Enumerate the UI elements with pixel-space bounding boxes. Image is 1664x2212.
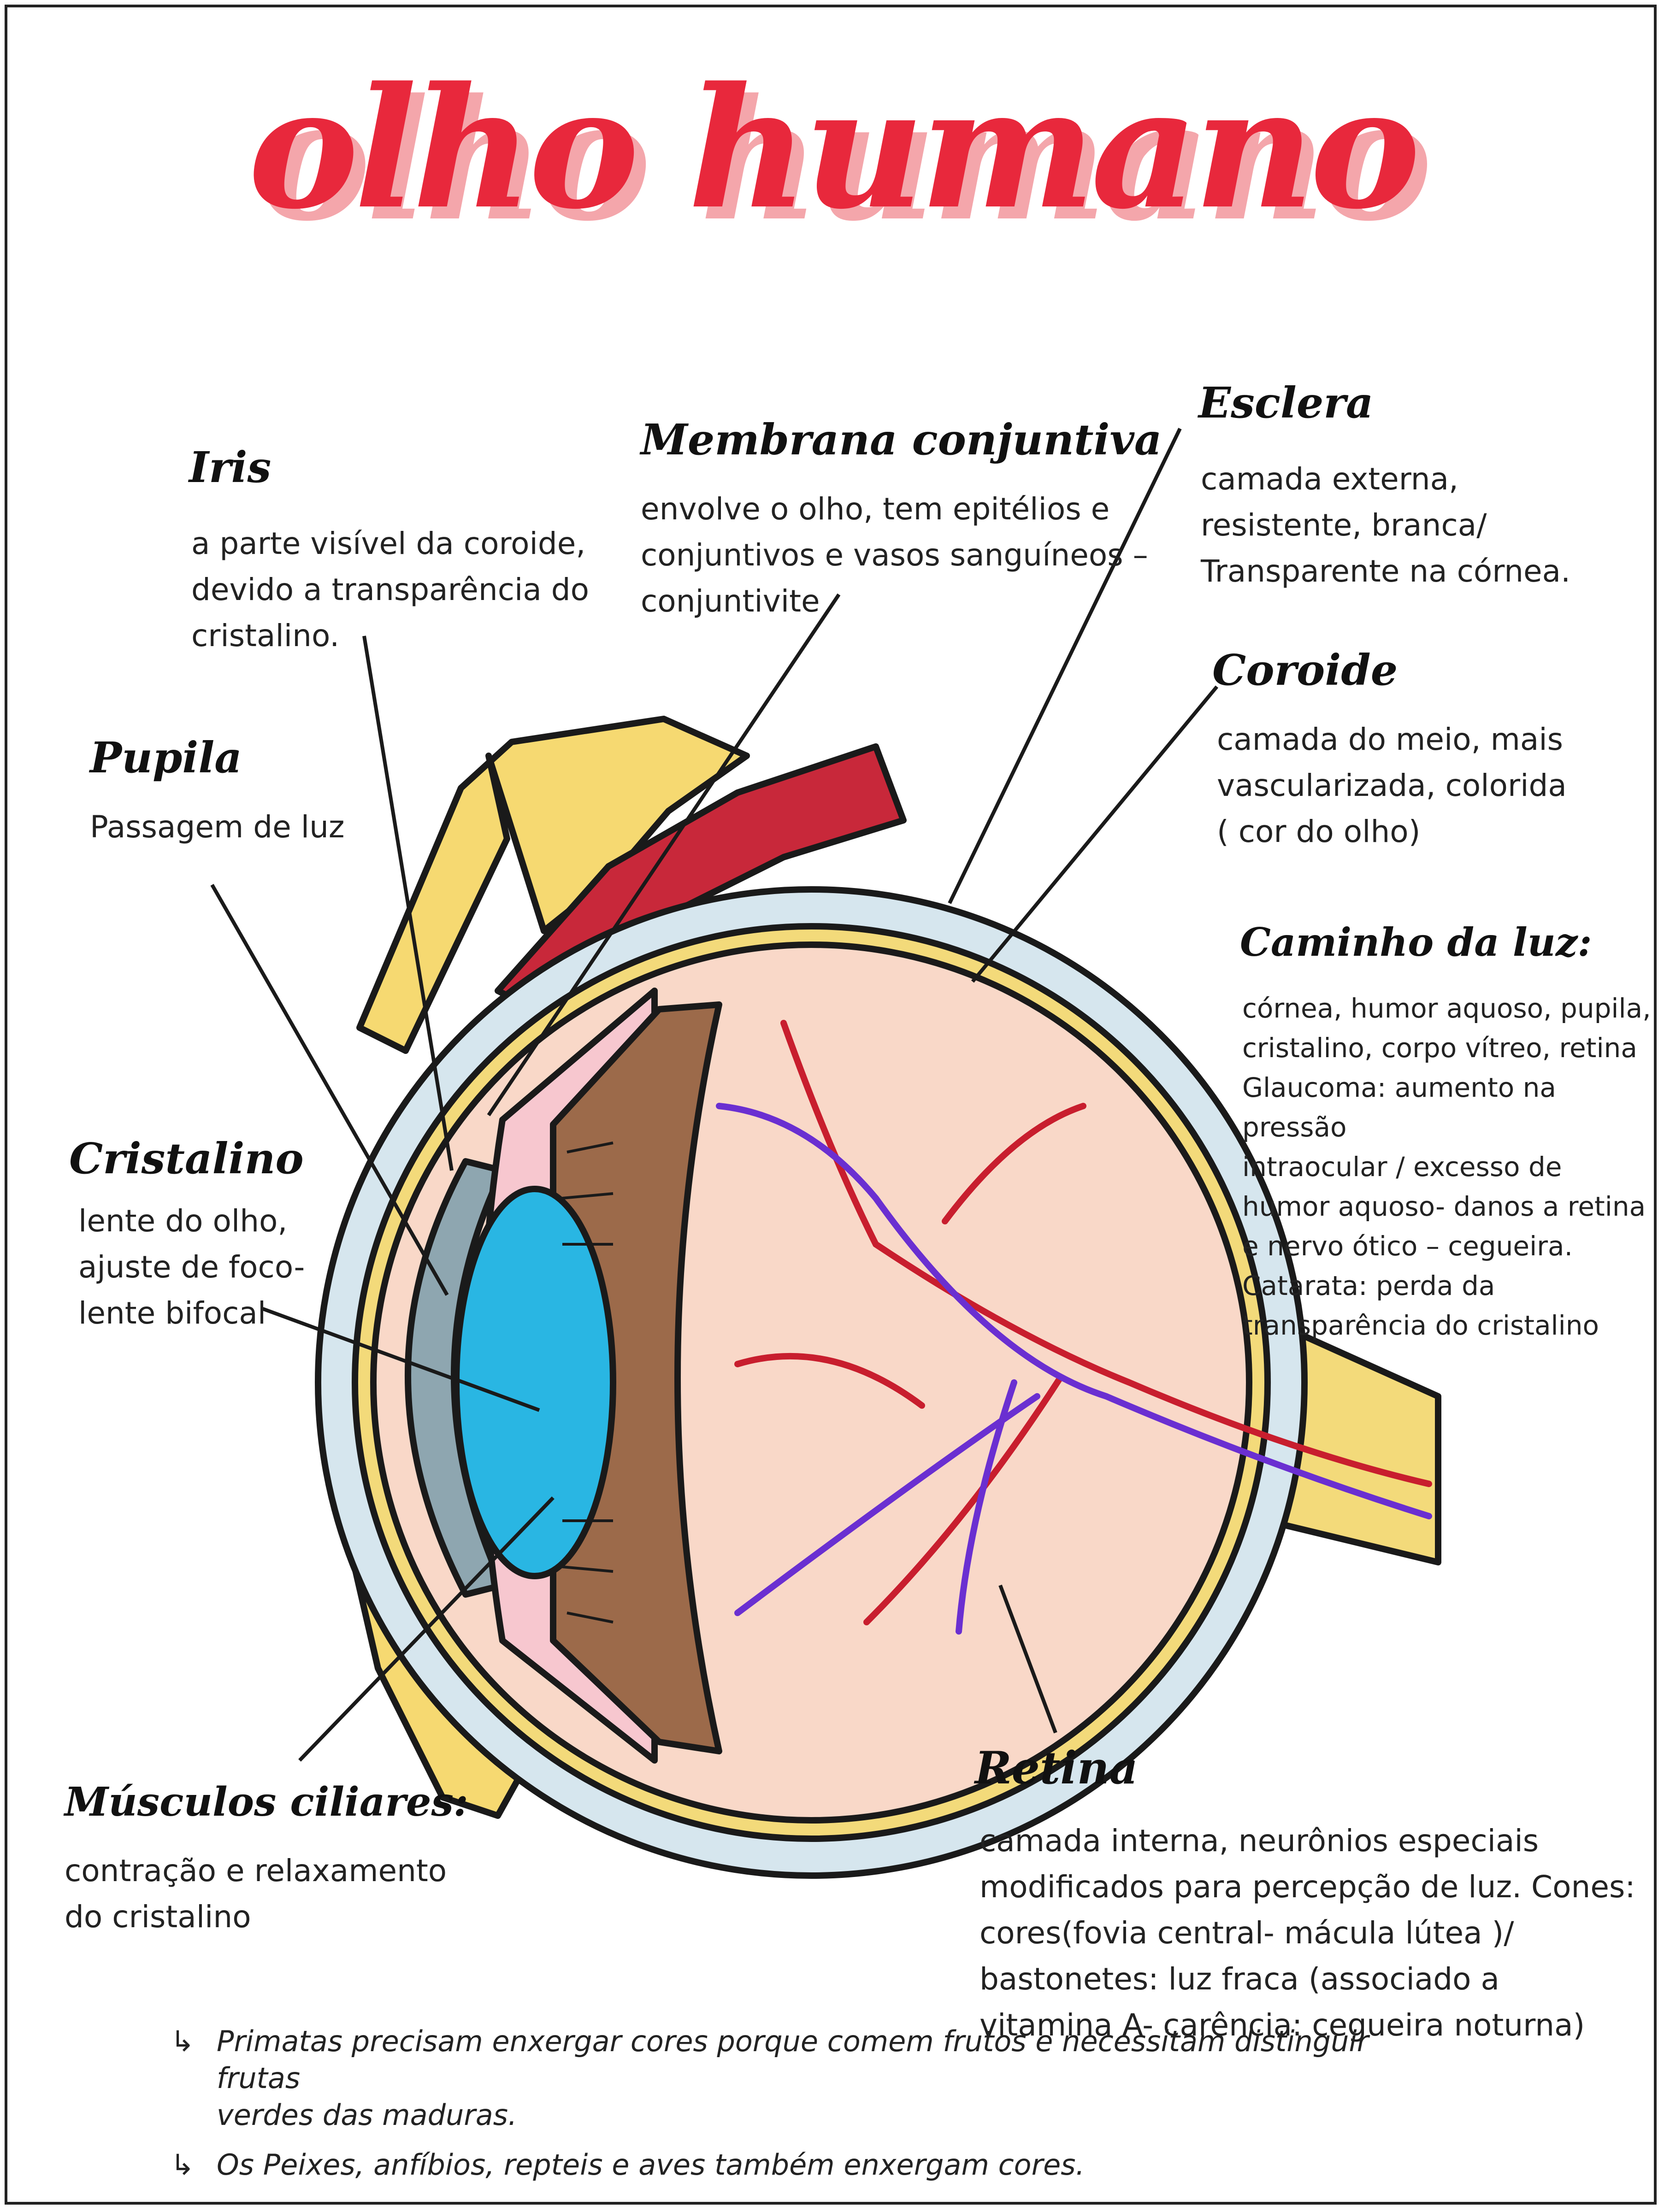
notes-list: ↳ Primatas precisam enxergar cores porqu… [171,2023,1415,2196]
vein [716,1103,1432,1519]
caminho-heading: Caminho da luz: [1240,919,1592,965]
leader-coroide [971,685,1219,983]
retina-text: camada interna, neurônios especiais modi… [980,1823,1635,2043]
note-text: Os Peixes, anfíbios, repteis e aves tamb… [217,2148,1085,2182]
page-border [5,5,1657,2205]
cristalino-heading: Cristalino [69,1134,304,1183]
artery [734,1353,925,1409]
curved-arrow-icon: ↳ [171,2148,195,2182]
caminho-text: córnea, humor aquoso, pupila, cristalino… [1242,993,1651,1341]
pupila-heading: Pupila [90,733,242,782]
leader-cristalino [262,1307,540,1412]
iris-text: a parte visível da coroide, devido a tra… [191,526,590,653]
ciliary-muscle [550,1001,722,1754]
membrana-text: envolve o olho, tem epitélios e conjunti… [641,491,1148,619]
leader-iris [362,635,454,1171]
esclera-text: camada externa, resistente, branca/ Tran… [1201,461,1571,589]
curved-arrow-icon: ↳ [171,2024,195,2058]
note-item: ↳ Os Peixes, anfíbios, repteis e aves ta… [171,2147,1415,2183]
artery [863,1375,1063,1625]
leader-esclera [948,428,1182,904]
retina-heading: Retina [975,1742,1138,1794]
leader-musculos [298,1496,555,1762]
coroide-heading: Coroide [1212,645,1398,695]
vein [956,1379,1017,1635]
lens [453,1186,616,1579]
page-title: olho humano [248,51,1421,246]
esclera-heading: Esclera [1198,378,1374,428]
musculos-text: contração e relaxamento do cristalino [65,1853,447,1935]
iris-heading: Iris [189,442,271,492]
pupila-text: Passagem de luz [90,809,345,845]
artery [942,1103,1086,1224]
membrana-heading: Membrana conjuntiva [641,415,1162,465]
coroide-text: camada do meio, mais vascularizada, colo… [1217,722,1567,849]
leader-pupila [210,884,449,1296]
note-item: ↳ Primatas precisam enxergar cores porqu… [171,2023,1415,2134]
musculos-heading: Músculos ciliares: [65,1779,468,1825]
cristalino-text: lente do olho, ajuste de foco- lente bif… [78,1203,305,1331]
leader-retina [998,1584,1057,1734]
note-text: Primatas precisam enxergar cores porque … [217,2024,1369,2132]
leader-membrana [487,593,841,1117]
